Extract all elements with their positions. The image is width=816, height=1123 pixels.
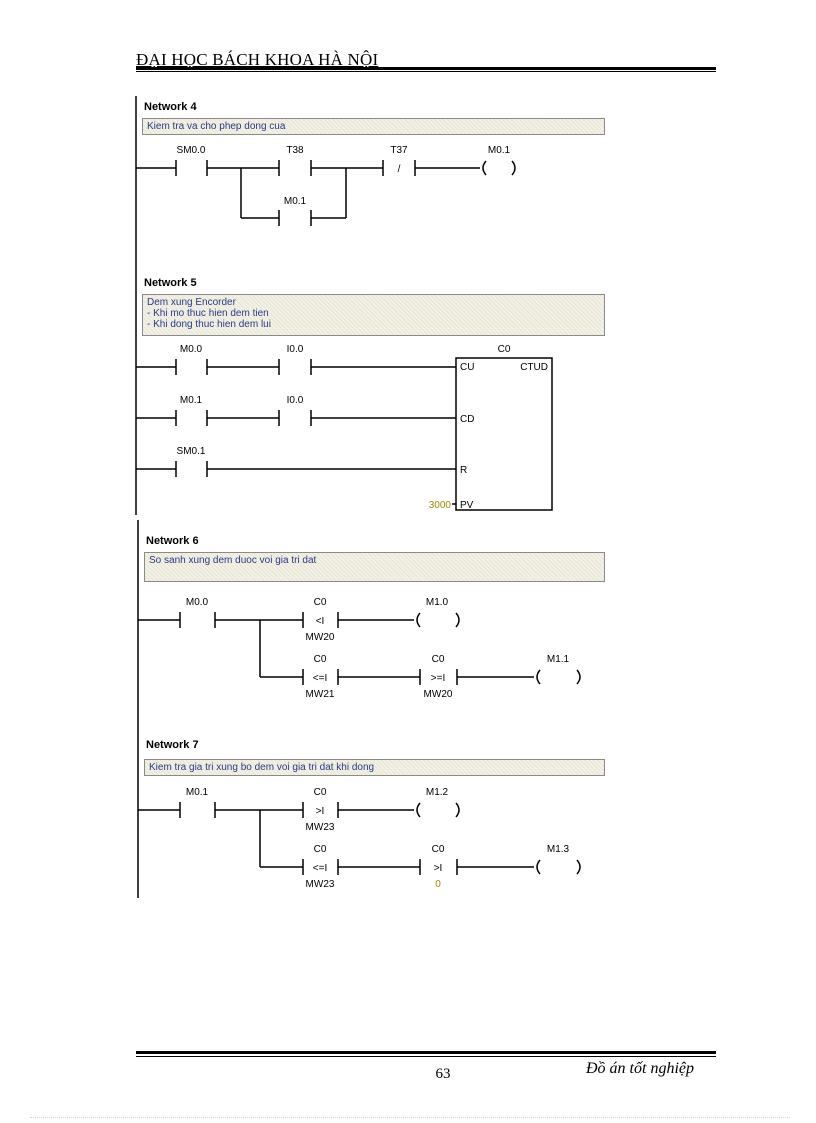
contact-label: I0.0: [287, 344, 304, 355]
compare-operand: C0: [314, 597, 327, 608]
compare-operator: >I: [434, 863, 443, 874]
compare-operator: <=I: [313, 863, 327, 874]
page-edge-dots: [30, 1117, 790, 1118]
compare-operator: >=I: [431, 673, 445, 684]
compare-operand: MW23: [306, 879, 335, 890]
network-7-title: Network 7: [146, 739, 199, 751]
contact-label: SM0.1: [177, 446, 206, 457]
footer-rule-thick: [136, 1051, 716, 1054]
compare-operand: MW20: [306, 632, 335, 643]
coil-label: M1.0: [426, 597, 449, 608]
counter-pin-r: R: [460, 465, 467, 476]
contact-label: T37: [390, 145, 408, 156]
comment-line: Dem xung Encorder: [147, 297, 236, 308]
footer-title: Đồ án tốt nghiệp: [586, 1060, 694, 1077]
contact-label: M0.0: [180, 344, 203, 355]
network-5-title: Network 5: [144, 277, 197, 289]
compare-operator: >I: [316, 806, 325, 817]
contact-label: M0.0: [186, 597, 209, 608]
counter-pin-cd: CD: [460, 414, 474, 425]
contact-label: T38: [286, 145, 304, 156]
network-6-comment: So sanh xung dem duoc voi gia tri dat: [144, 552, 605, 582]
nc-symbol: /: [398, 164, 401, 175]
counter-pin-pv: PV: [460, 500, 474, 511]
compare-operand: C0: [314, 654, 327, 665]
contact-label: I0.0: [287, 395, 304, 406]
coil-label: M1.2: [426, 787, 449, 798]
counter-type: CTUD: [520, 362, 548, 373]
compare-operand: 0: [435, 879, 441, 890]
compare-operator: <=I: [313, 673, 327, 684]
compare-operand: C0: [314, 844, 327, 855]
header-rule-thick: [136, 67, 716, 70]
network-7-comment: Kiem tra gia tri xung bo dem voi gia tri…: [144, 759, 605, 776]
footer-rule-thin: [136, 1056, 716, 1057]
compare-operand: MW23: [306, 822, 335, 833]
counter-pin-cu: CU: [460, 362, 474, 373]
compare-operand: C0: [432, 844, 445, 855]
compare-operator: <I: [316, 616, 325, 627]
compare-operand: MW20: [424, 689, 453, 700]
compare-operand: C0: [314, 787, 327, 798]
comment-line: - Khi dong thuc hien dem lui: [147, 319, 271, 330]
coil-label: M1.1: [547, 654, 570, 665]
contact-label: M0.1: [186, 787, 209, 798]
comment-line: - Khi mo thuc hien dem tien: [147, 308, 269, 319]
network-6-title: Network 6: [146, 535, 199, 547]
comment-line: So sanh xung dem duoc voi gia tri dat: [149, 555, 317, 566]
page-number: 63: [435, 1066, 451, 1082]
network-4-comment: Kiem tra va cho phep dong cua: [142, 118, 605, 135]
compare-operand: C0: [432, 654, 445, 665]
header-title: ĐẠI HỌC BÁCH KHOA HÀ NỘI: [136, 50, 379, 69]
counter-preset-value: 3000: [429, 500, 452, 511]
network-5-comment: Dem xung Encorder - Khi mo thuc hien dem…: [142, 294, 605, 336]
contact-label: M0.1: [284, 196, 307, 207]
compare-operand: MW21: [306, 689, 335, 700]
comment-line: Kiem tra gia tri xung bo dem voi gia tri…: [149, 762, 375, 773]
coil-label: M0.1: [488, 145, 511, 156]
header-rule-thin: [136, 71, 716, 72]
network-4-title: Network 4: [144, 101, 197, 113]
counter-name: C0: [498, 344, 511, 355]
coil-label: M1.3: [547, 844, 570, 855]
contact-label: M0.1: [180, 395, 203, 406]
comment-line: Kiem tra va cho phep dong cua: [147, 121, 286, 132]
contact-label: SM0.0: [177, 145, 206, 156]
